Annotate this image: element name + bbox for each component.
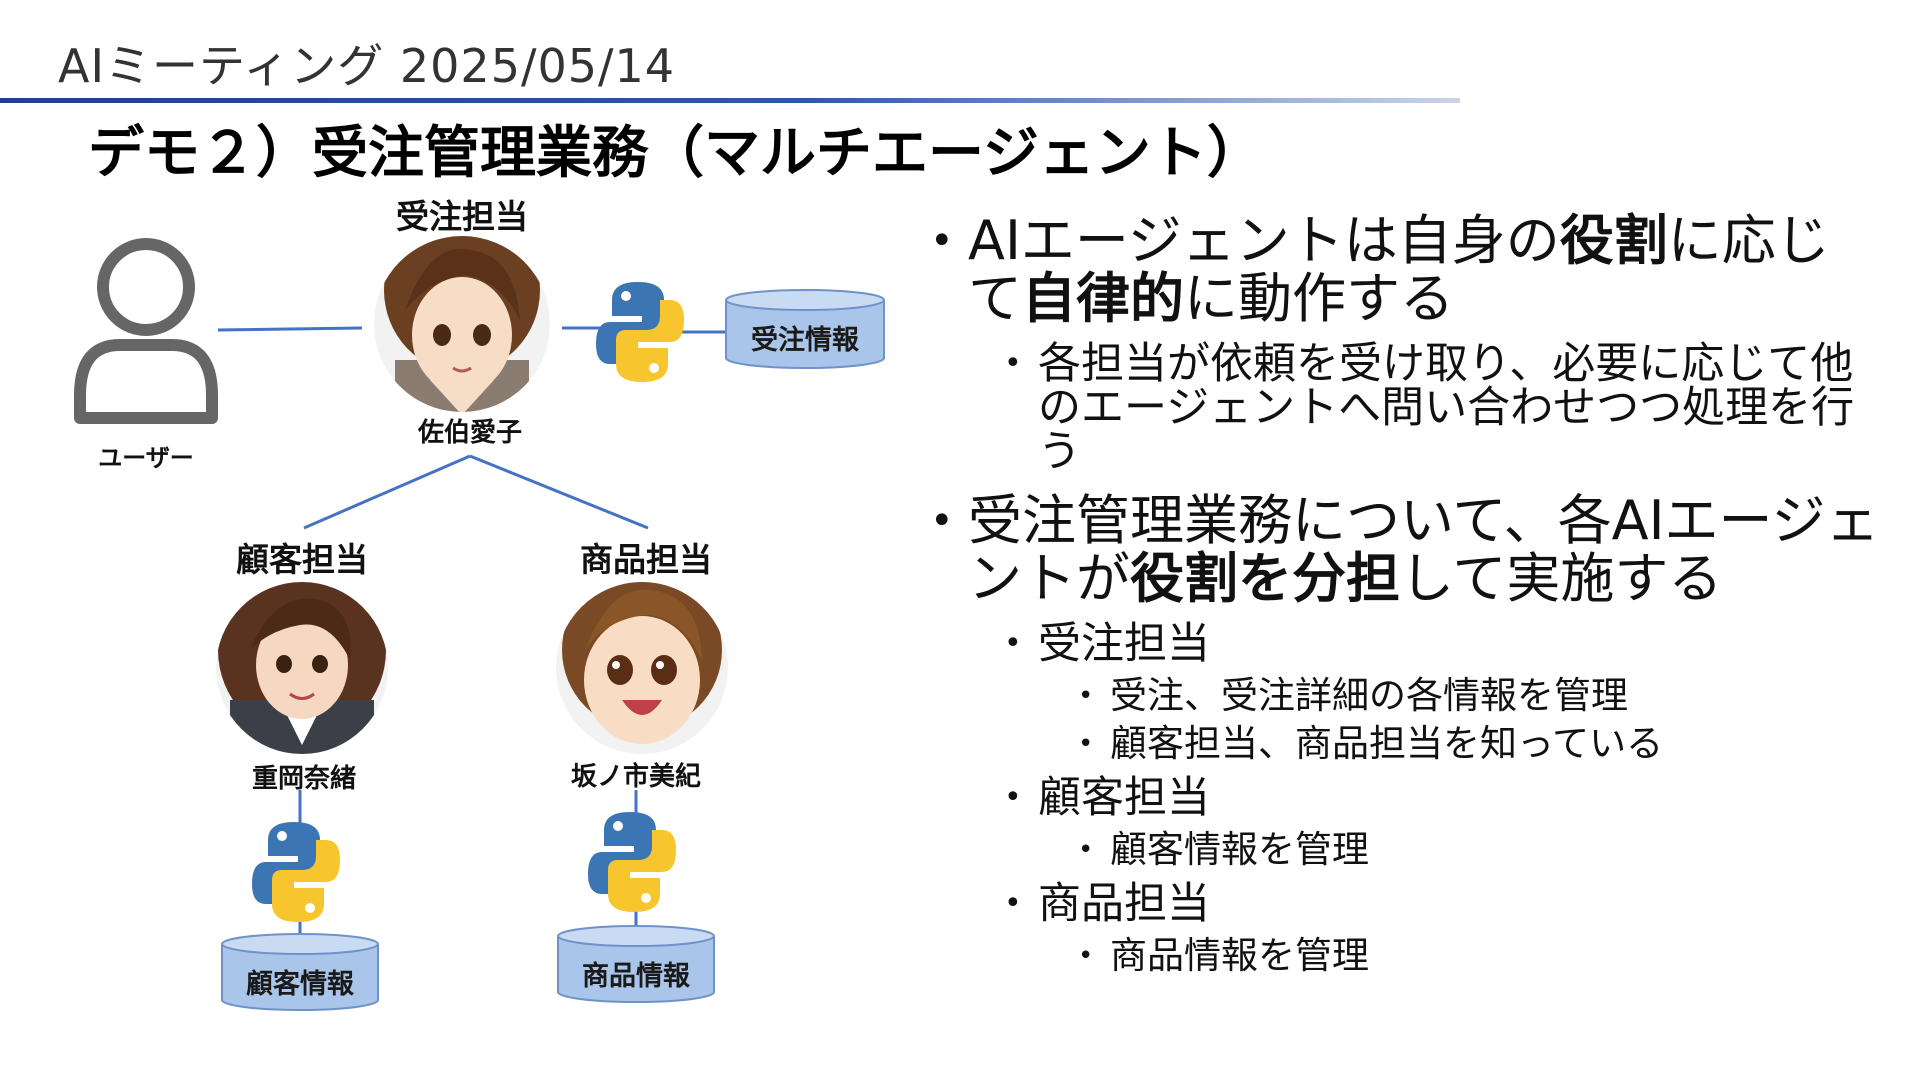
bullet-autonomy: AIエージェントは自身の役割に応じて自律的に動作する — [920, 212, 1880, 328]
customer-db-label: 顧客情報 — [222, 962, 378, 1001]
bullet-customer-sub: 顧客情報を管理 — [920, 826, 1880, 874]
product-role-label: 商品担当 — [580, 533, 712, 581]
bullet-text: AIエージェントは自身の — [968, 209, 1560, 272]
bullet-emphasis: 役割 — [1560, 209, 1668, 272]
bullet-product-head: 商品担当 — [920, 882, 1880, 926]
bullet-customer-head: 顧客担当 — [920, 776, 1880, 820]
customer-agent-name: 重岡奈緒 — [252, 758, 356, 795]
python-icon — [596, 282, 684, 382]
order-agent-avatar — [374, 208, 550, 440]
bullet-autonomy-detail: 各担当が依頼を受け取り、必要に応じて他のエージェントへ問い合わせつつ処理を行う — [920, 342, 1880, 474]
product-agent-avatar — [556, 570, 728, 754]
order-to-product-line — [470, 456, 648, 528]
user-to-order-line — [218, 328, 362, 330]
product-agent-name: 坂ノ市美紀 — [571, 756, 701, 793]
order-db: 受注情報 — [726, 296, 884, 360]
bullet-emphasis: 自律的 — [1022, 267, 1184, 330]
customer-db: 顧客情報 — [222, 940, 378, 1004]
bullet-order-sub: 顧客担当、商品担当を知っている — [920, 720, 1880, 768]
order-db-label: 受注情報 — [726, 318, 884, 357]
bullet-text: して実施する — [1400, 547, 1722, 610]
bullet-product-sub: 商品情報を管理 — [920, 932, 1880, 980]
customer-role-label: 顧客担当 — [236, 533, 368, 581]
bullet-list: AIエージェントは自身の役割に応じて自律的に動作する 各担当が依頼を受け取り、必… — [920, 212, 1880, 980]
product-db: 商品情報 — [558, 932, 714, 996]
bullet-order-head: 受注担当 — [920, 622, 1880, 666]
python-icon — [588, 812, 676, 912]
bullet-division: 受注管理業務について、各AIエージェントが役割を分担して実施する — [920, 492, 1880, 608]
product-db-label: 商品情報 — [558, 954, 714, 993]
python-icon — [252, 822, 340, 922]
customer-agent-avatar — [216, 562, 388, 770]
bullet-text: に動作する — [1184, 267, 1454, 330]
bullet-order-sub: 受注、受注詳細の各情報を管理 — [920, 672, 1880, 720]
diagram-connectors — [0, 0, 920, 1080]
order-to-customer-line — [304, 456, 470, 528]
user-label: ユーザー — [98, 438, 194, 473]
agent-diagram: 受注担当 佐伯愛子 ユーザー 顧客担当 重岡奈緒 商品担当 坂ノ市美紀 受注情報… — [0, 0, 920, 1080]
user-icon — [80, 244, 212, 418]
order-agent-name: 佐伯愛子 — [418, 412, 522, 449]
order-role-label: 受注担当 — [396, 190, 528, 238]
bullet-emphasis: 役割を分担 — [1130, 547, 1400, 610]
